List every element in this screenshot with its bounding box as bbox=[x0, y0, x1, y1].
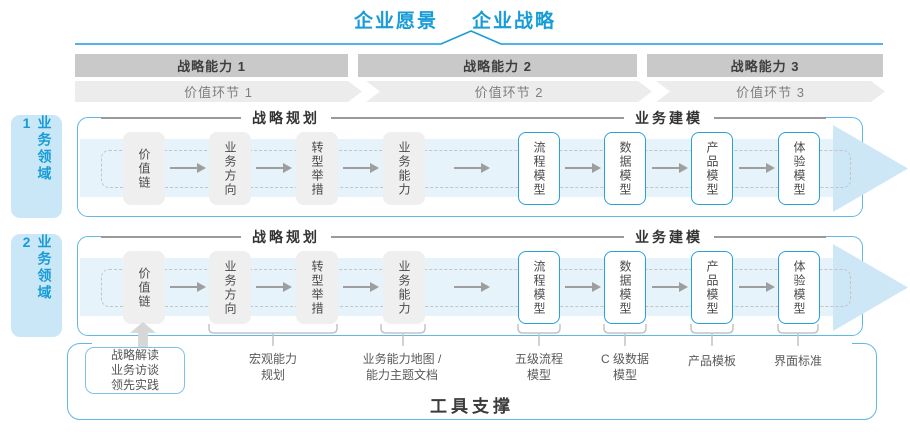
flow-arrow-icon bbox=[565, 282, 601, 292]
domain-label-1: 业务领域 1 bbox=[11, 115, 62, 218]
box-business-direction: 业务方向 bbox=[209, 251, 251, 324]
bracket-icon bbox=[777, 324, 819, 346]
flow-arrow-icon bbox=[343, 282, 379, 292]
section-title-planning: 战略规划 bbox=[241, 227, 331, 247]
bracket-icon bbox=[603, 324, 647, 346]
box-value-chain: 价值链 bbox=[123, 251, 165, 324]
flow-arrow-icon bbox=[739, 282, 775, 292]
capability-bar-2: 战略能力 2 bbox=[358, 54, 637, 77]
title-pointer-line bbox=[75, 30, 883, 45]
box-business-direction: 业务方向 bbox=[209, 132, 251, 205]
tool-container-top-gap bbox=[92, 340, 852, 346]
flow-arrow-icon bbox=[170, 163, 206, 173]
flow-arrow-icon bbox=[565, 163, 601, 173]
value-link-3: 价值环节 3 bbox=[656, 81, 885, 102]
value-link-1-label: 价值环节 1 bbox=[184, 85, 253, 100]
box-process-model: 流程模型 bbox=[518, 132, 560, 205]
dashed-track bbox=[101, 269, 851, 307]
capability-bar-1: 战略能力 1 bbox=[75, 54, 348, 77]
box-business-capability: 业务能力 bbox=[383, 132, 425, 205]
box-data-model: 数据模型 bbox=[604, 132, 646, 205]
box-value-chain: 价值链 bbox=[123, 132, 165, 205]
section-title-modeling: 业务建模 bbox=[624, 108, 714, 128]
domain-panel-1: 战略规划 业务建模 价值链 业务方向 转型举措 业务能力 流程模型 数据模型 产… bbox=[77, 108, 908, 217]
dashed-track bbox=[101, 150, 851, 188]
box-business-capability: 业务能力 bbox=[383, 251, 425, 324]
flow-arrow-icon bbox=[256, 282, 292, 292]
bracket-icon bbox=[690, 324, 734, 346]
value-link-2-label: 价值环节 2 bbox=[474, 85, 544, 100]
flow-arrow-icon bbox=[170, 282, 206, 292]
bracket-icon bbox=[517, 324, 561, 346]
top-title: 企业愿景 企业战略 bbox=[0, 6, 910, 33]
flow-arrow-icon bbox=[652, 163, 688, 173]
box-experience-model: 体验模型 bbox=[778, 132, 820, 205]
box-experience-model: 体验模型 bbox=[778, 251, 820, 324]
annotation-capability-map: 业务能力地图 / 能力主题文档 bbox=[362, 352, 442, 382]
tool-support-label: 工具支撑 bbox=[430, 397, 514, 416]
flow-arrow-icon bbox=[652, 282, 688, 292]
box-transformation-moves: 转型举措 bbox=[296, 132, 338, 205]
box-process-model: 流程模型 bbox=[518, 251, 560, 324]
box-product-model: 产品模型 bbox=[691, 132, 733, 205]
value-link-1: 价值环节 1 bbox=[75, 81, 362, 102]
annotation-product-template: 产品模板 bbox=[687, 354, 736, 368]
box-product-model: 产品模型 bbox=[691, 251, 733, 324]
box-transformation-moves: 转型举措 bbox=[296, 251, 338, 324]
annotation-data-model: C 级数据 模型 bbox=[600, 352, 649, 382]
flow-arrow-icon bbox=[256, 163, 292, 173]
annotation-ui-standard: 界面标准 bbox=[773, 354, 822, 368]
flow-arrow-icon bbox=[454, 282, 490, 292]
capability-bar-3-label: 战略能力 3 bbox=[730, 59, 800, 74]
annotation-process-model: 五级流程 模型 bbox=[514, 352, 563, 382]
bracket-icon bbox=[380, 324, 426, 346]
domain-label-2: 业务领域 2 bbox=[11, 234, 62, 337]
section-title-planning: 战略规划 bbox=[241, 108, 331, 128]
domain-panel-2: 战略规划 业务建模 价值链 业务方向 转型举措 业务能力 流程模型 数据模型 产… bbox=[77, 227, 908, 336]
section-divider-line bbox=[101, 117, 826, 119]
vision-title: 企业愿景 bbox=[353, 11, 438, 32]
annotation-macro-capability: 宏观能力 规划 bbox=[248, 352, 297, 382]
bracket-icon bbox=[208, 324, 338, 346]
capability-bar-3: 战略能力 3 bbox=[647, 54, 883, 77]
value-link-3-label: 价值环节 3 bbox=[736, 85, 805, 100]
strategy-title: 企业战略 bbox=[472, 11, 557, 32]
flow-arrow-icon bbox=[739, 163, 775, 173]
value-link-2: 价值环节 2 bbox=[366, 81, 652, 102]
practice-note-box: 战略解读 业务访谈 领先实践 bbox=[85, 347, 185, 394]
box-data-model: 数据模型 bbox=[604, 251, 646, 324]
section-title-modeling: 业务建模 bbox=[624, 227, 714, 247]
flow-arrow-icon bbox=[343, 163, 379, 173]
capability-bar-1-label: 战略能力 1 bbox=[177, 59, 246, 74]
capability-bar-2-label: 战略能力 2 bbox=[463, 59, 532, 74]
section-divider-line bbox=[101, 236, 826, 238]
flow-arrow-icon bbox=[454, 163, 490, 173]
